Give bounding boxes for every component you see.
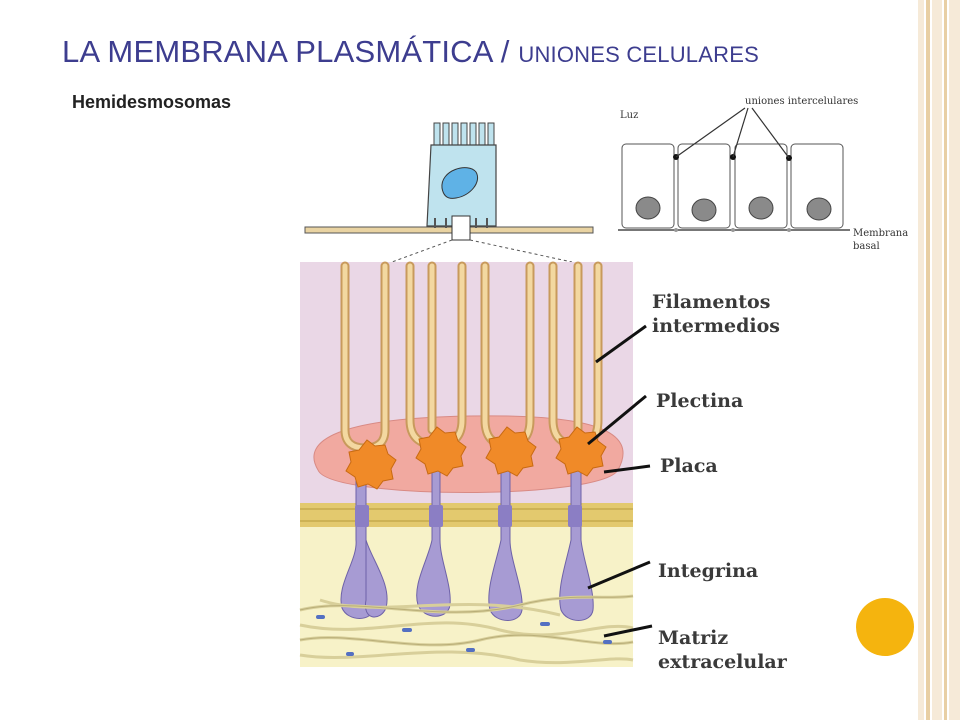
stripe [918,0,924,720]
junctions-label: uniones intercelulares [745,96,858,107]
basal-label-line2: basal [853,241,880,252]
lumen-label: Luz [620,110,638,121]
title-main: LA MEMBRANA PLASMÁTICA / [62,34,519,69]
label-filamentos-line1: Filamentos [652,291,771,313]
label-matriz-line1: Matriz [658,627,729,649]
accent-dot [856,598,914,656]
stripe [949,0,960,720]
stripe [944,0,947,720]
hemidesmosome-panel [299,261,634,667]
label-filamentos-line2: intermedios [652,315,780,337]
decorative-stripes [918,0,960,720]
label-filamentos: Filamentos intermedios [652,290,780,338]
epithelium-schematic [618,107,850,232]
basal-label-line1: Membrana [853,228,908,239]
stripe [932,0,942,720]
title-sub: UNIONES CELULARES [518,42,759,67]
label-integrina: Integrina [658,560,759,582]
cell-icon [304,122,594,263]
slide-title: LA MEMBRANA PLASMÁTICA / UNIONES CELULAR… [62,34,759,70]
label-matriz: Matriz extracelular [658,626,787,674]
label-plectina: Plectina [656,390,744,412]
label-matriz-line2: extracelular [658,651,787,673]
label-placa: Placa [660,455,718,477]
leader-lines [587,324,653,638]
section-heading: Hemidesmosomas [72,92,232,112]
stripe [926,0,930,720]
